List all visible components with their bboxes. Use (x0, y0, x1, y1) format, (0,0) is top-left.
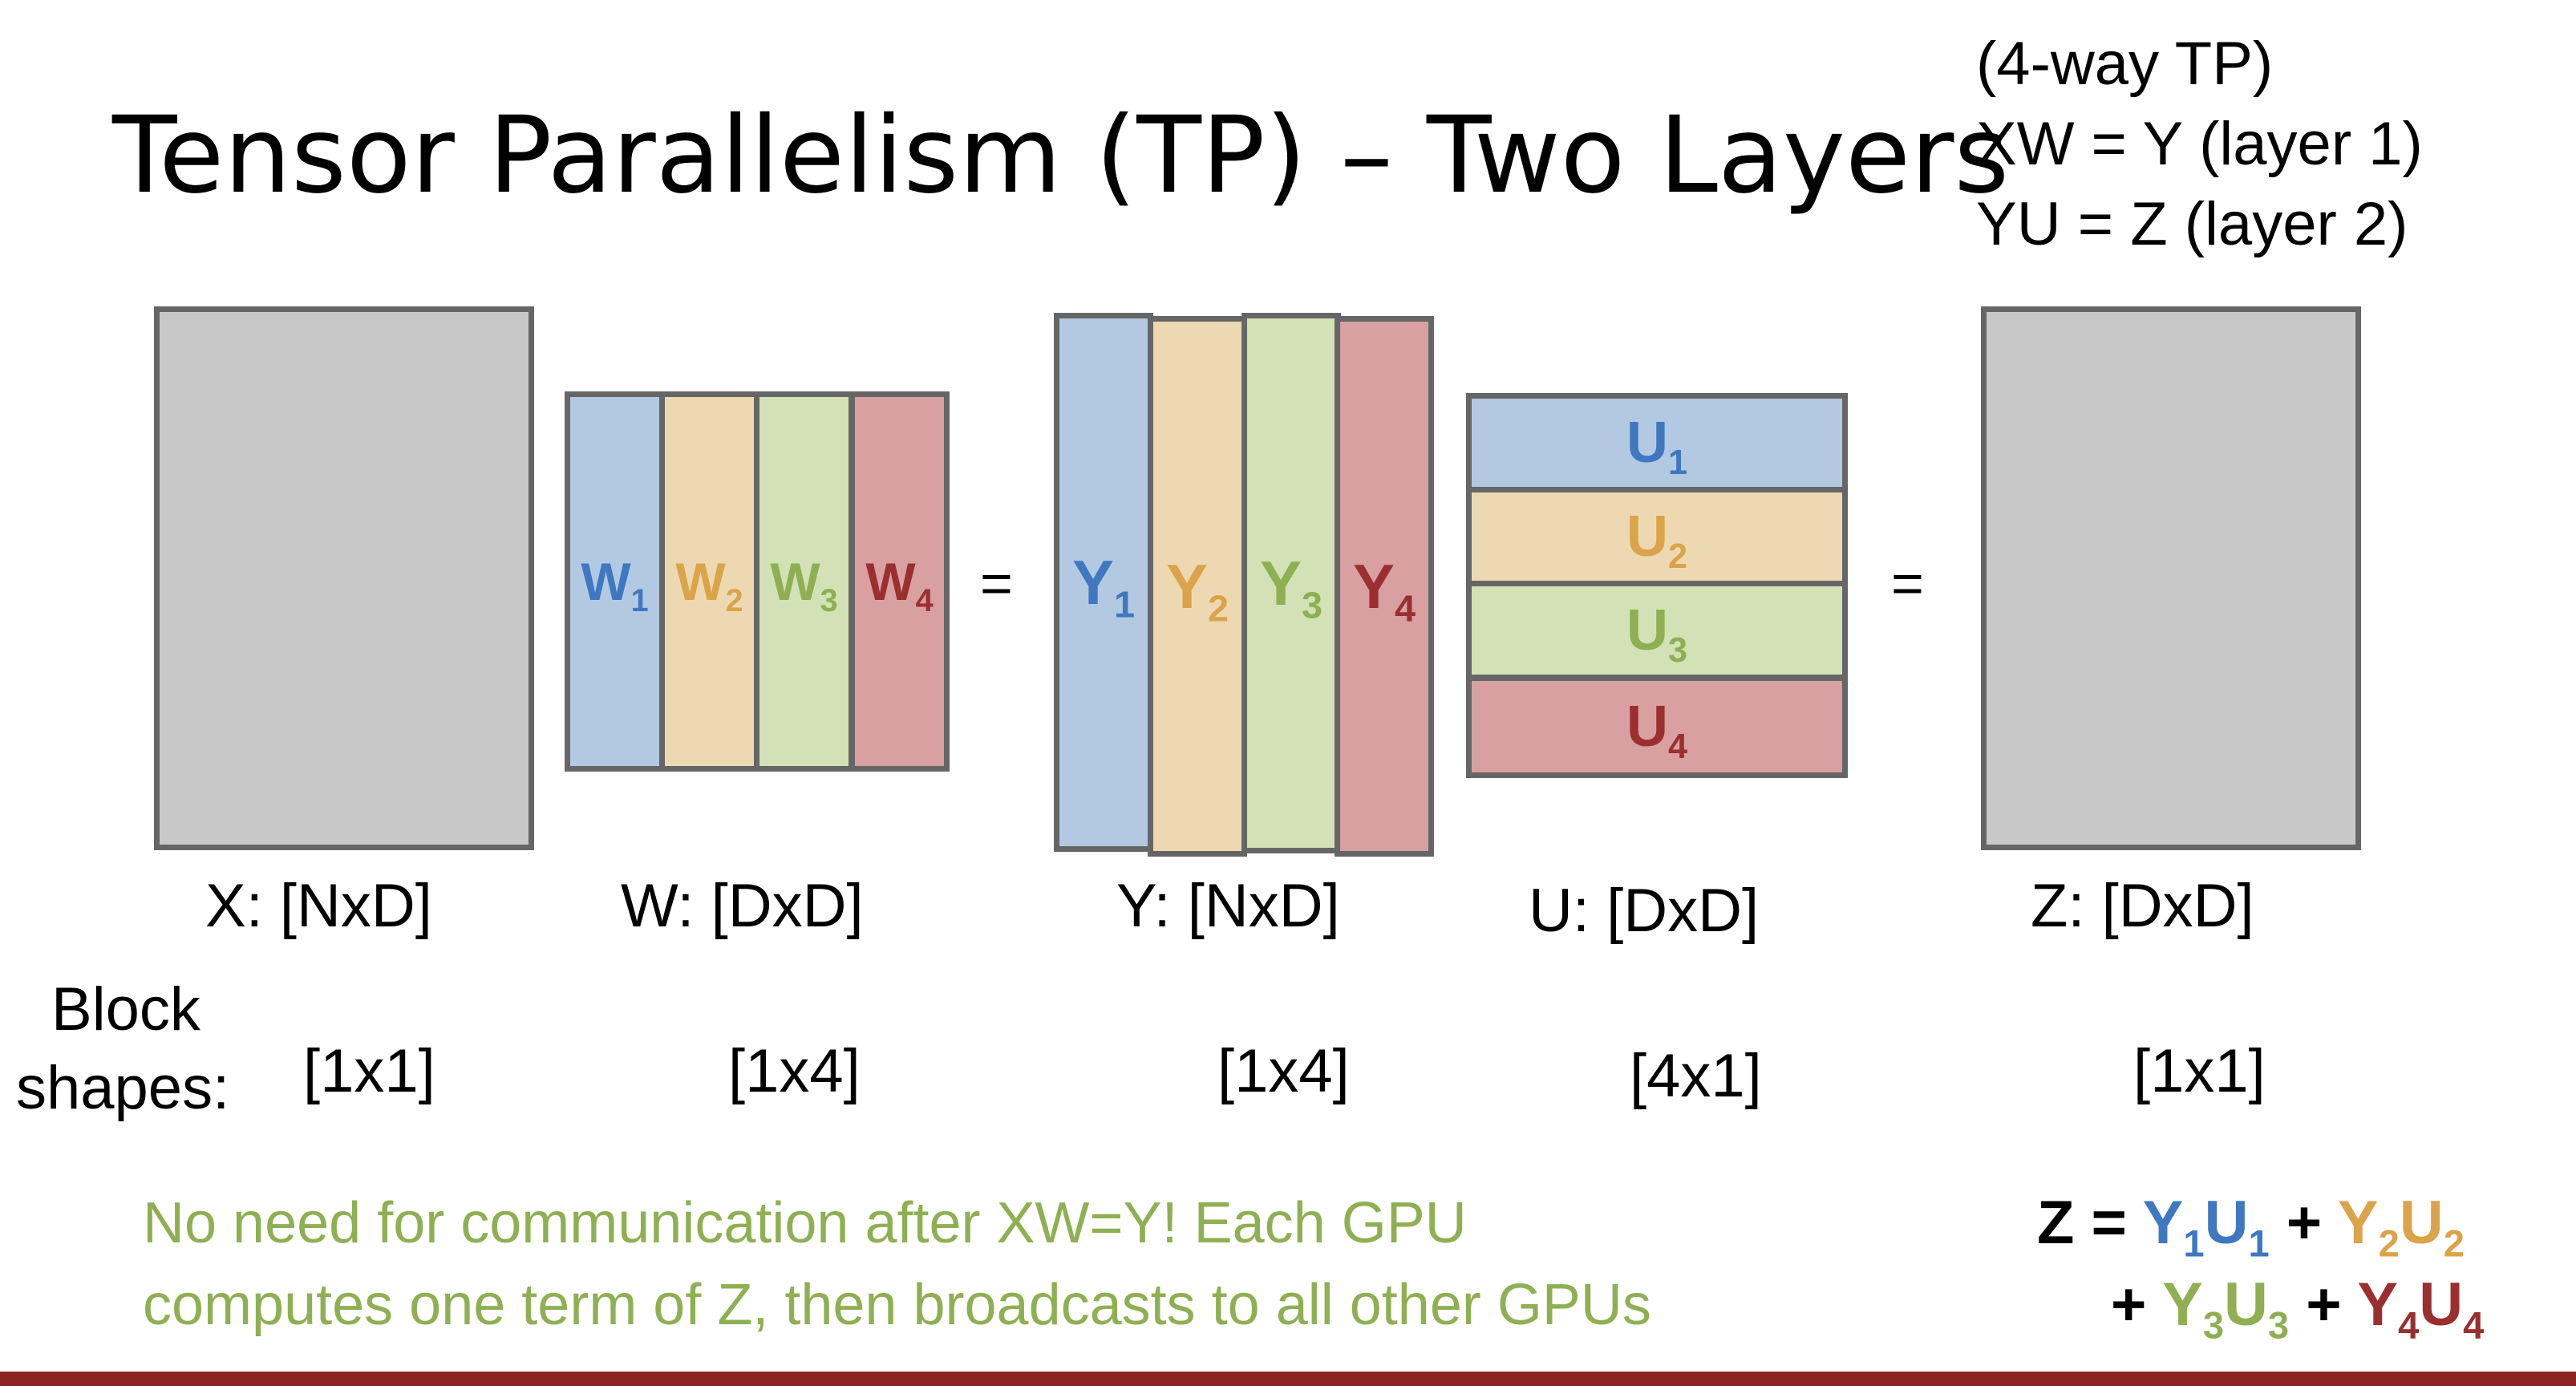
label-w-shape: W: [DxD] (621, 872, 864, 940)
block-u2: U2 (1466, 487, 1848, 586)
block-y2: Y2 (1148, 316, 1247, 857)
block-shape-u: [4x1] (1630, 1042, 1762, 1110)
label-w4: W4 (865, 552, 934, 618)
term-y3u3: Y3U3 (2162, 1270, 2290, 1347)
communication-note-line-2: computes one term of Z, then broadcasts … (143, 1273, 1651, 1337)
equals-sign-2: = (1891, 552, 1924, 614)
label-u1: U1 (1626, 411, 1688, 483)
block-u4: U4 (1466, 675, 1848, 778)
matrix-y: Y1 Y2 Y3 Y4 (1054, 313, 1434, 857)
slide-title: Tensor Parallelism (TP) – Two Layers (112, 94, 2010, 217)
block-shape-x: [1x1] (303, 1037, 435, 1105)
block-shapes-heading-line-1: Block (51, 975, 200, 1044)
block-y4: Y4 (1335, 316, 1434, 857)
term-y1u1: Y1U1 (2142, 1189, 2270, 1265)
formula-plus-2: + (2289, 1270, 2358, 1339)
block-y3: Y3 (1241, 313, 1341, 853)
bottom-accent-bar (0, 1372, 2576, 1386)
label-x-shape: X: [NxD] (205, 872, 432, 940)
formula-lhs: Z = (2037, 1189, 2143, 1257)
term-y4u4: Y4U4 (2357, 1270, 2485, 1347)
z-formula: Z = Y1U1 + Y2U2 + Y3U3 + Y4U4 (2037, 1182, 2484, 1346)
formula-lead-plus: + (2111, 1270, 2163, 1339)
block-shape-y: [1x4] (1217, 1037, 1350, 1105)
label-u4: U4 (1626, 695, 1688, 767)
label-y2: Y2 (1165, 551, 1229, 630)
block-shapes-heading-line-2: shapes: (16, 1054, 230, 1122)
block-w4: W4 (849, 391, 950, 772)
label-z-shape: Z: [DxD] (2031, 872, 2254, 940)
matrix-z (1981, 306, 2361, 850)
label-w2: W2 (675, 552, 743, 618)
block-y1: Y1 (1054, 313, 1153, 852)
note-line-2: XW = Y (layer 1) (1976, 110, 2423, 178)
label-u2: U2 (1626, 505, 1688, 577)
label-w3: W3 (770, 552, 838, 618)
note-line-1: (4-way TP) (1976, 30, 2274, 98)
block-shape-w: [1x4] (728, 1037, 861, 1105)
communication-note: No need for communication after XW=Y! Ea… (143, 1182, 1651, 1346)
label-y1: Y1 (1071, 547, 1136, 626)
block-w3: W3 (754, 391, 854, 772)
block-shapes-heading: Block shapes: (16, 971, 229, 1128)
communication-note-line-1: No need for communication after XW=Y! Ea… (143, 1191, 1467, 1255)
block-w2: W2 (659, 391, 759, 772)
label-y4: Y4 (1352, 551, 1416, 630)
matrix-x (154, 306, 534, 850)
label-u3: U3 (1626, 598, 1688, 671)
block-u3: U3 (1466, 581, 1848, 680)
z-formula-line-1: Z = Y1U1 + Y2U2 (2037, 1182, 2484, 1264)
matrix-u: U1 U2 U3 U4 (1466, 393, 1848, 778)
term-y2u2: Y2U2 (2337, 1189, 2465, 1265)
block-u1: U1 (1466, 393, 1848, 492)
equals-sign-1: = (980, 552, 1013, 614)
matrix-w: W1 W2 W3 W4 (565, 391, 950, 772)
note-line-3: YU = Z (layer 2) (1976, 190, 2408, 258)
formula-plus-1: + (2269, 1189, 2338, 1257)
label-w1: W1 (581, 552, 649, 618)
tp-note: (4-way TP) XW = Y (layer 1) YU = Z (laye… (1976, 24, 2423, 265)
z-formula-line-2: + Y3U3 + Y4U4 (2037, 1264, 2484, 1346)
label-y-shape: Y: [NxD] (1116, 872, 1340, 940)
label-u-shape: U: [DxD] (1529, 877, 1760, 945)
label-y3: Y3 (1259, 548, 1323, 626)
block-w1: W1 (565, 391, 665, 772)
block-shape-z: [1x1] (2133, 1037, 2266, 1105)
